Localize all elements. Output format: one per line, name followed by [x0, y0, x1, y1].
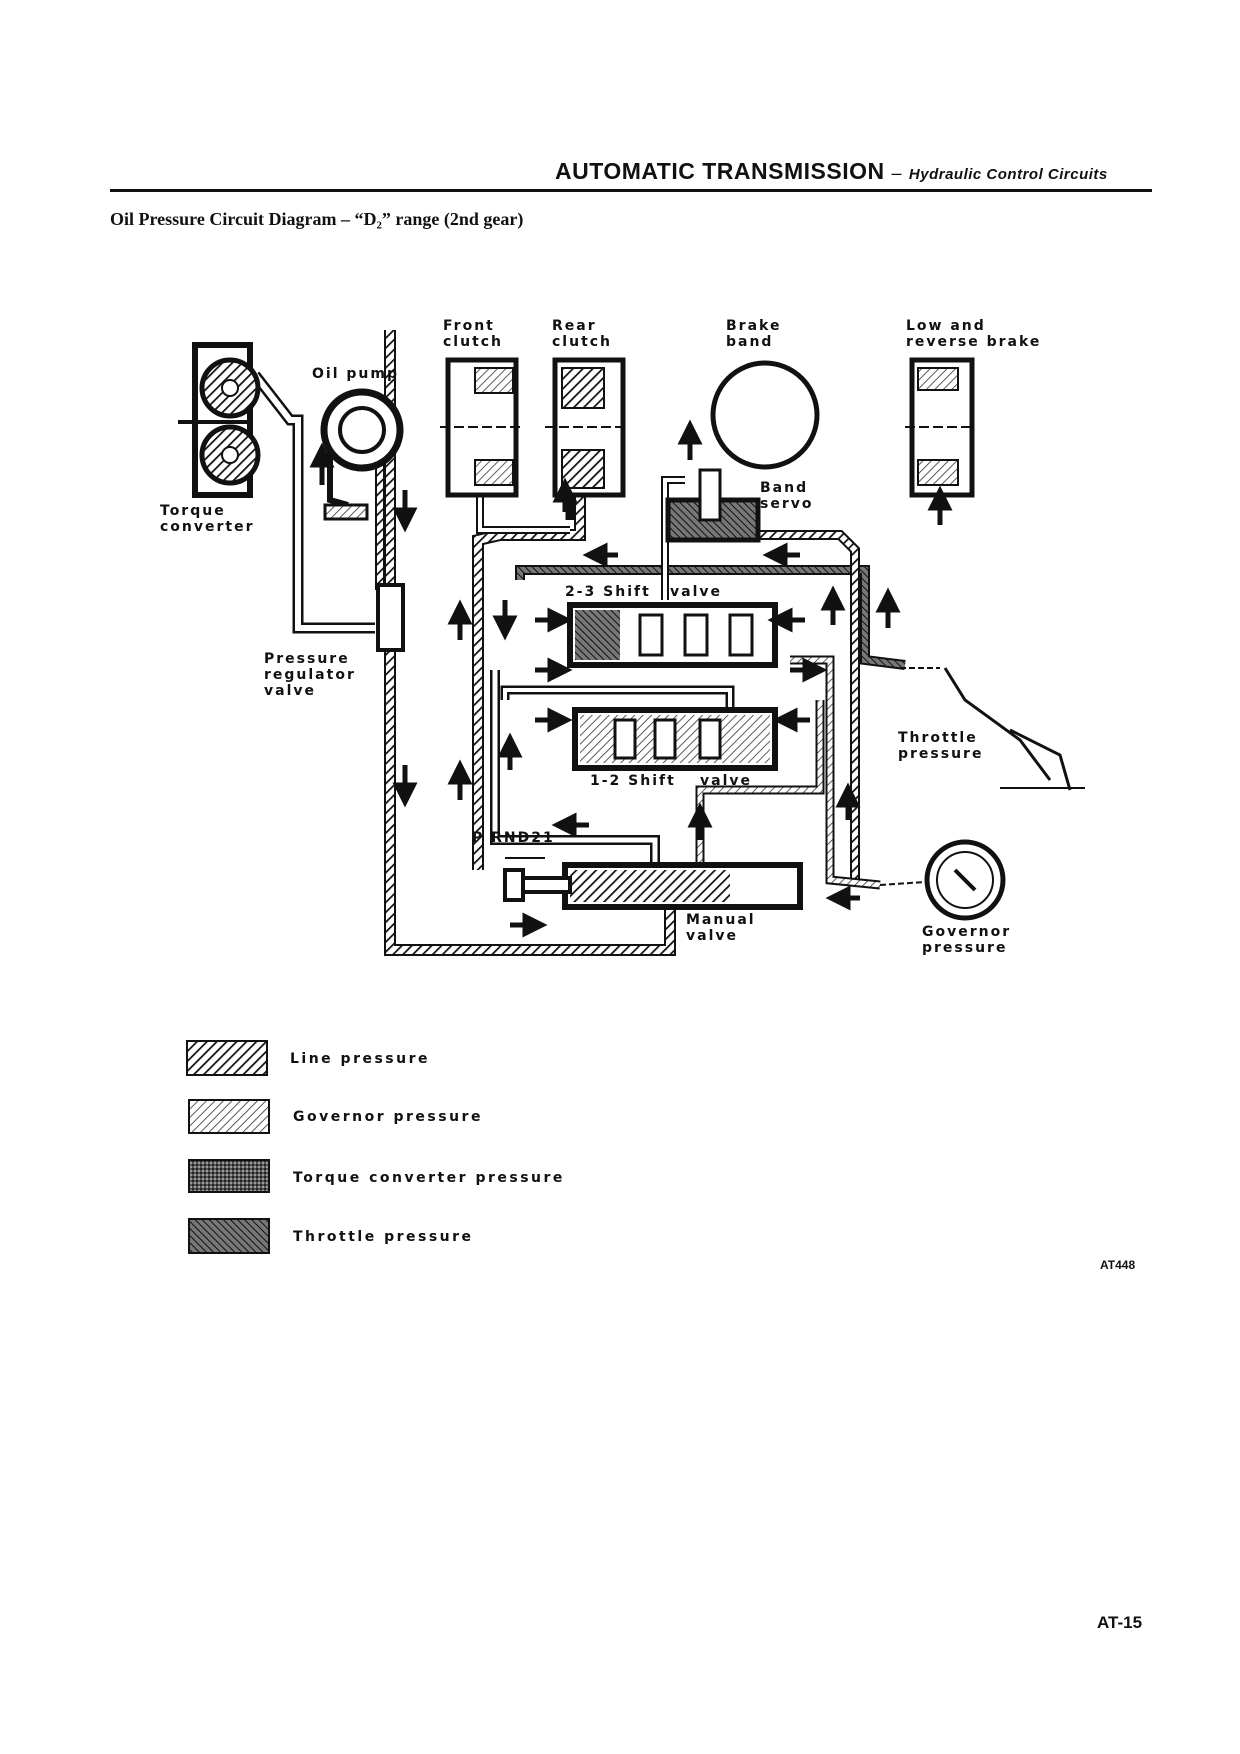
label-oil-pump: Oil pump: [312, 366, 399, 382]
low-reverse-brake: [905, 360, 975, 495]
legend-label-governor-pressure: Governor pressure: [293, 1109, 483, 1125]
legend-swatch-line-pressure: [187, 1041, 267, 1075]
label-band-servo-1: Band: [760, 480, 808, 496]
label-governor-pressure-1: Governor: [922, 924, 1011, 940]
label-front-clutch-1: Front: [443, 318, 495, 334]
pressure-regulator-valve: [378, 585, 403, 650]
label-governor-pressure-2: pressure: [922, 940, 1007, 956]
label-shift-12-a: 1-2 Shift: [590, 773, 676, 789]
label-rear-clutch-1: Rear: [552, 318, 597, 334]
legend-swatch-governor-pressure: [189, 1100, 269, 1133]
legend-swatch-throttle-pressure: [189, 1219, 269, 1253]
label-torque-converter-2: converter: [160, 519, 255, 535]
flow-arrows: [322, 432, 940, 925]
label-throttle-pressure-2: pressure: [898, 746, 983, 762]
manual-valve: [505, 858, 800, 907]
label-shift-23-a: 2-3 Shift: [565, 584, 651, 600]
torque-converter: [178, 345, 258, 495]
label-pressure-regulator-1: Pressure: [264, 651, 350, 667]
label-pressure-regulator-2: regulator: [264, 667, 356, 683]
label-torque-converter-1: Torque: [160, 503, 226, 519]
shift-12-valve: [575, 710, 775, 768]
governor-pressure-line: [790, 660, 880, 885]
throttle-linkage: [900, 668, 1085, 790]
legend-swatch-torque-converter-pressure: [189, 1160, 269, 1192]
label-low-reverse-1: Low and: [906, 318, 986, 334]
front-clutch: [440, 360, 520, 495]
label-manual-valve-1: Manual: [686, 912, 756, 928]
label-pressure-regulator-3: valve: [264, 683, 316, 699]
figure-code: AT448: [1100, 1258, 1135, 1272]
label-low-reverse-2: reverse brake: [906, 334, 1041, 350]
shift-23-valve: [570, 605, 775, 665]
label-shift-12-b: valve: [700, 773, 752, 789]
rear-clutch: [545, 360, 625, 495]
label-brake-band-2: band: [726, 334, 773, 350]
page-number: AT-15: [1097, 1613, 1142, 1633]
label-brake-band-1: Brake: [726, 318, 781, 334]
legend: Line pressure Governor pressure Torque c…: [187, 1041, 565, 1253]
label-shift-23-b: valve: [670, 584, 722, 600]
legend-label-torque-converter-pressure: Torque converter pressure: [293, 1170, 565, 1186]
label-band-servo-2: servo: [760, 496, 813, 512]
legend-label-line-pressure: Line pressure: [290, 1051, 430, 1067]
label-front-clutch-2: clutch: [443, 334, 503, 350]
governor-gauge: [880, 842, 1003, 918]
label-rear-clutch-2: clutch: [552, 334, 612, 350]
label-prnd21: P RND21: [472, 830, 555, 846]
label-manual-valve-2: valve: [686, 928, 738, 944]
legend-label-throttle-pressure: Throttle pressure: [293, 1229, 474, 1245]
brake-band: [713, 363, 817, 467]
label-throttle-pressure-1: Throttle: [898, 730, 978, 746]
